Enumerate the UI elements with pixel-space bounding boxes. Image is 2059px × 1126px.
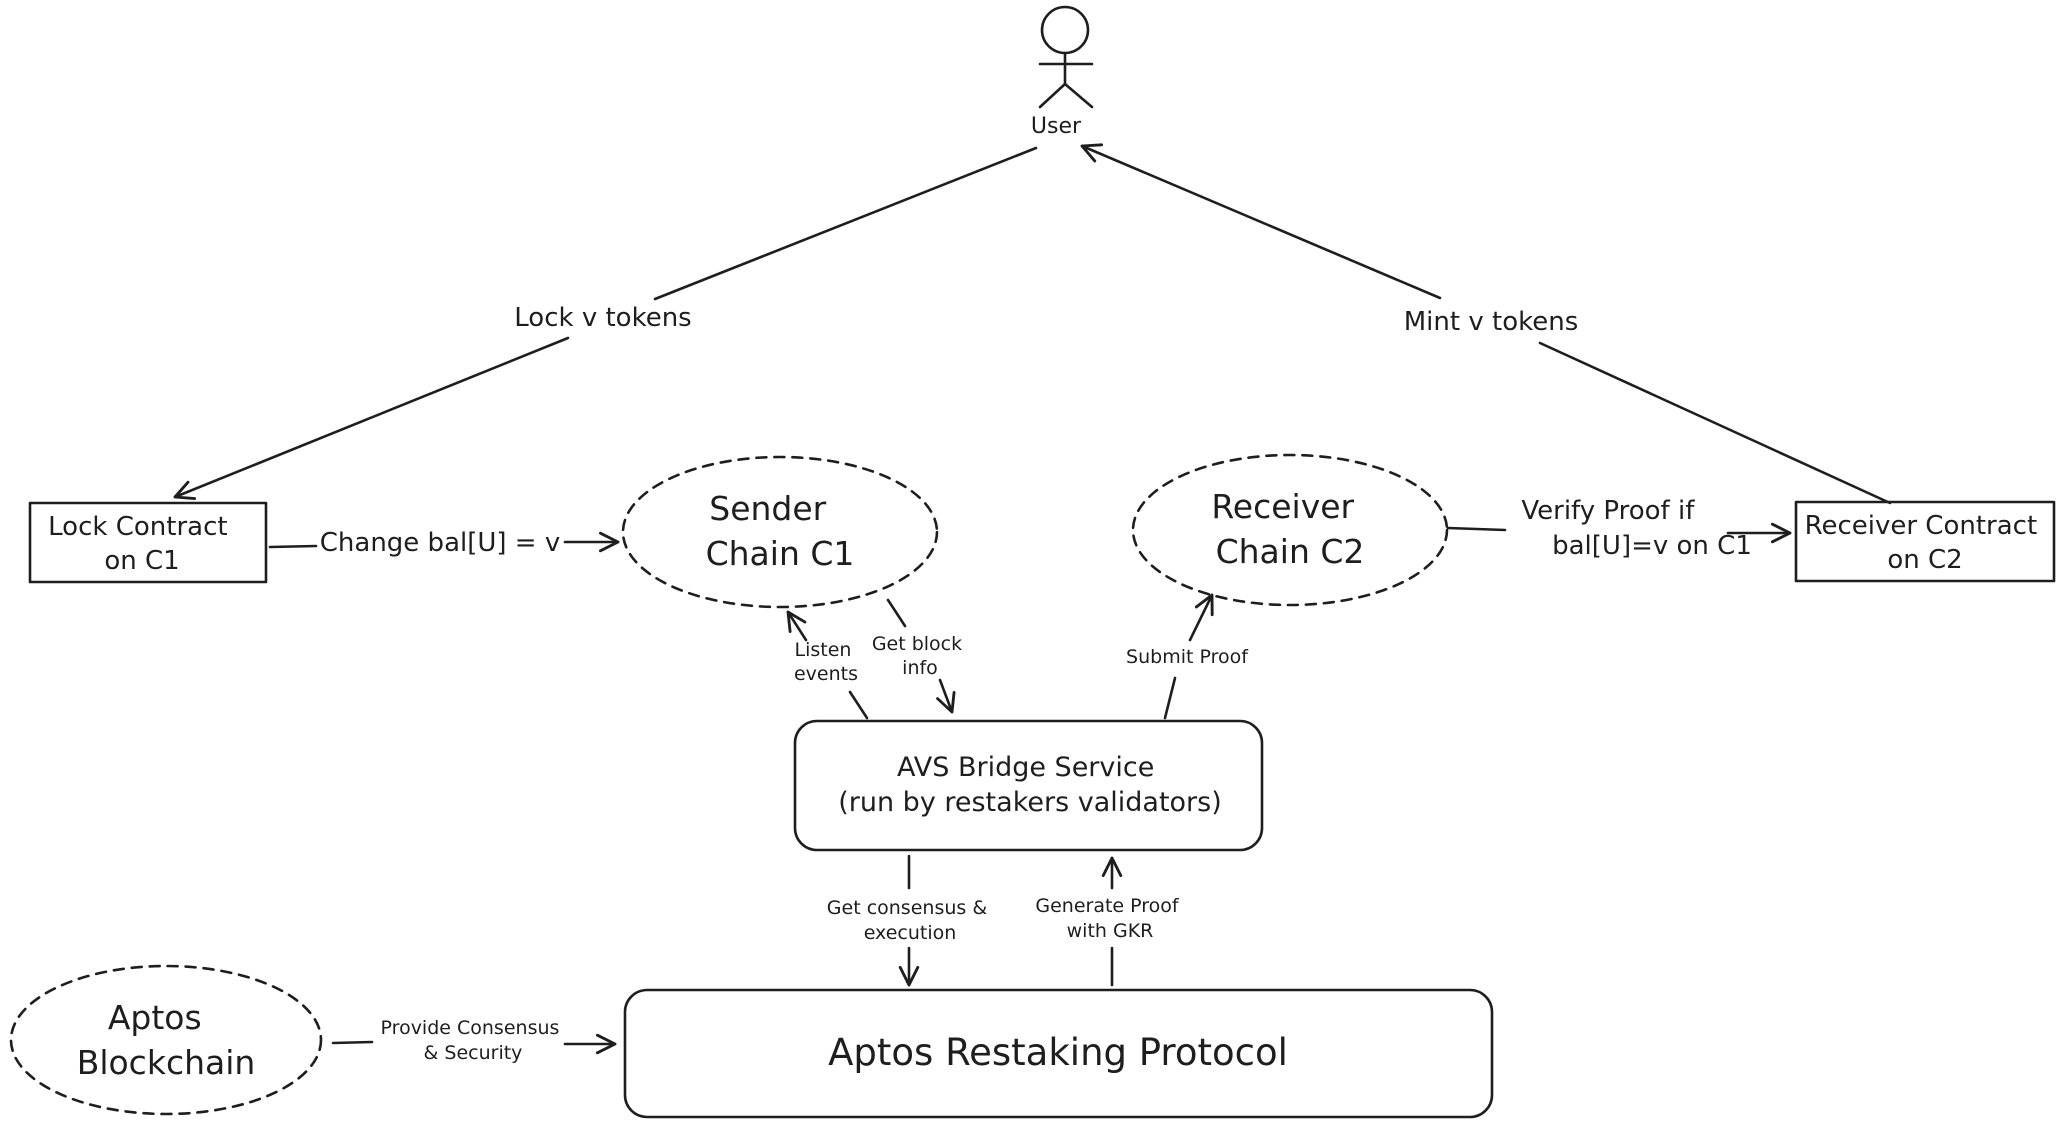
edge-get-block-info-label: Get block info xyxy=(872,633,968,679)
edge-verify-proof: Verify Proof if bal[U]=v on C1 xyxy=(1446,496,1792,561)
edge-get-consensus: Get consensus & execution xyxy=(827,854,993,987)
edge-change-bal-line-left xyxy=(268,544,318,549)
edge-lock-tokens-line-lower xyxy=(173,336,570,500)
avs-bridge-service-box xyxy=(793,719,1264,852)
receiver-contract-box xyxy=(1794,500,2056,583)
edge-get-block-info: Get block info xyxy=(872,598,968,714)
edge-submit-proof: Submit Proof xyxy=(1126,593,1249,720)
edge-mint-tokens-line-lower xyxy=(1538,341,1892,505)
aptos-blockchain-ellipse xyxy=(9,964,323,1116)
edge-lock-tokens-line-upper xyxy=(653,146,1038,301)
receiver-chain-ellipse xyxy=(1131,453,1449,607)
edge-provide-consensus: Provide Consensus & Security xyxy=(331,1017,617,1064)
receiver-contract-label: Receiver Contract on C2 xyxy=(1805,511,2046,575)
edge-listen-events-label: Listen events xyxy=(794,639,858,685)
edge-mint-tokens-line-upper xyxy=(1080,143,1442,300)
edge-generate-proof: Generate Proof with GKR xyxy=(1035,856,1184,987)
aptos-blockchain-node: Aptos Blockchain xyxy=(9,964,323,1116)
user-actor: User xyxy=(1031,5,1094,139)
avs-bridge-service-node: AVS Bridge Service (run by restakers val… xyxy=(793,719,1264,852)
edge-lock-tokens: Lock v tokens xyxy=(173,146,1038,500)
edge-verify-proof-line-left xyxy=(1446,526,1507,532)
sender-chain-node: Sender Chain C1 xyxy=(621,455,939,609)
edge-listen-events-line-lower xyxy=(848,690,869,720)
sender-chain-label: Sender Chain C1 xyxy=(706,489,855,573)
user-head-icon xyxy=(1040,5,1090,55)
edge-generate-proof-label: Generate Proof with GKR xyxy=(1035,895,1184,942)
edge-change-bal: Change bal[U] = v xyxy=(268,528,620,558)
restaking-protocol-label: Aptos Restaking Protocol xyxy=(828,1031,1288,1074)
edge-verify-proof-label: Verify Proof if bal[U]=v on C1 xyxy=(1521,496,1752,561)
lock-contract-box xyxy=(28,501,268,584)
edge-change-bal-label: Change bal[U] = v xyxy=(320,528,561,558)
edge-listen-events-line-upper xyxy=(786,610,808,642)
user-left-leg-icon xyxy=(1038,82,1067,109)
user-right-leg-icon xyxy=(1063,82,1094,109)
avs-bridge-service-label: AVS Bridge Service (run by restakers val… xyxy=(838,752,1222,818)
restaking-protocol-node: Aptos Restaking Protocol xyxy=(623,988,1494,1119)
edge-mint-tokens: Mint v tokens xyxy=(1080,143,1892,505)
edge-get-consensus-label: Get consensus & execution xyxy=(827,897,993,944)
edge-listen-events: Listen events xyxy=(786,610,869,720)
receiver-contract-node: Receiver Contract on C2 xyxy=(1794,500,2056,583)
edge-provide-consensus-label: Provide Consensus & Security xyxy=(381,1017,566,1064)
receiver-chain-label: Receiver Chain C2 xyxy=(1211,487,1364,571)
lock-contract-label: Lock Contract on C1 xyxy=(48,512,236,576)
restaking-protocol-box xyxy=(623,988,1494,1119)
edge-get-block-info-line-upper xyxy=(886,598,907,628)
edge-mint-tokens-label: Mint v tokens xyxy=(1404,307,1579,337)
edge-submit-proof-line-lower xyxy=(1163,676,1177,720)
edge-get-block-info-line-lower xyxy=(936,678,956,714)
sender-chain-ellipse xyxy=(621,455,939,609)
user-label: User xyxy=(1031,114,1082,139)
lock-contract-node: Lock Contract on C1 xyxy=(28,501,268,584)
edge-provide-consensus-line-left xyxy=(331,1040,374,1045)
edge-lock-tokens-label: Lock v tokens xyxy=(514,303,691,333)
receiver-chain-node: Receiver Chain C2 xyxy=(1131,453,1449,607)
edge-submit-proof-label: Submit Proof xyxy=(1126,646,1249,668)
aptos-blockchain-label: Aptos Blockchain xyxy=(77,998,256,1082)
edge-submit-proof-line-upper xyxy=(1188,593,1214,642)
